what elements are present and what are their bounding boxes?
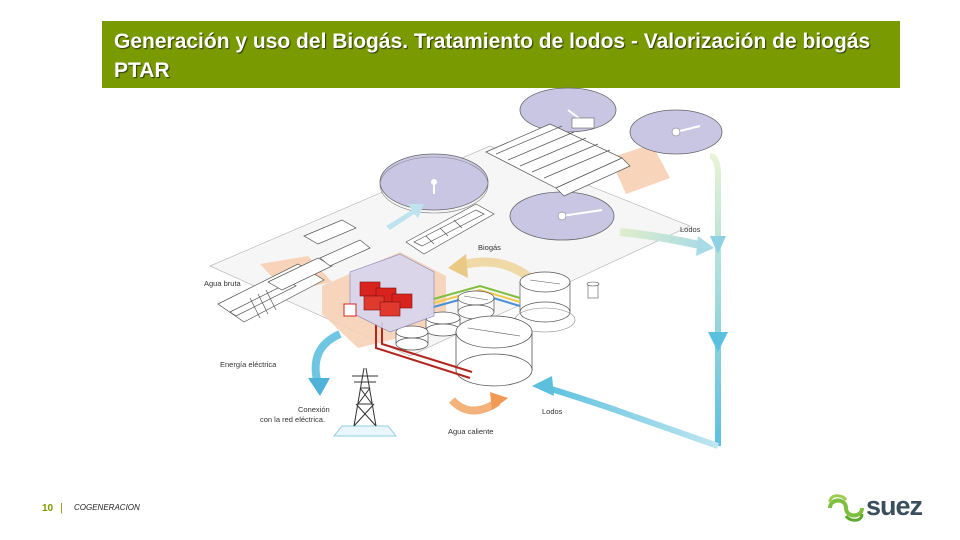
biogas-arrow-head	[448, 254, 468, 278]
label-conexion-1: Conexión	[298, 405, 330, 414]
lodos-flow-mid	[619, 228, 705, 250]
footer-separator: |	[60, 502, 63, 514]
clarifier-left	[379, 153, 489, 214]
power-tower	[332, 367, 398, 437]
primary-settler	[405, 203, 495, 255]
label-energia-electrica: Energía eléctrica	[220, 360, 277, 369]
label-lodos-bottom: Lodos	[542, 407, 563, 416]
logo-text: suez	[866, 491, 923, 521]
aeration-basins	[485, 123, 631, 197]
lodos-arrow-mid	[710, 236, 726, 254]
label-biogas: Biogás	[478, 243, 501, 252]
label-agua-bruta: Agua bruta	[204, 279, 242, 288]
digester-main	[455, 315, 533, 387]
cogeneration-building	[349, 253, 435, 333]
lodos-flow-vertical	[709, 153, 721, 446]
lodos-arrow-lower	[708, 332, 728, 352]
ptar-diagram: Agua bruta Biogás Lodos Lodos Energía el…	[204, 87, 728, 449]
control-box	[343, 303, 357, 317]
inlet-works	[217, 219, 371, 323]
small-tank	[586, 281, 600, 299]
section-name: COGENERACION	[74, 503, 140, 512]
electricity-arrow-head	[308, 378, 330, 396]
digester-small-1	[457, 290, 495, 320]
lodos-flow-bottom	[539, 383, 719, 449]
gas-holder	[514, 271, 576, 333]
digester-small-2	[425, 311, 461, 337]
suez-logo-icon	[828, 494, 864, 522]
hot-water-arrow-head	[490, 392, 508, 410]
suez-logo: suez	[826, 490, 936, 526]
electricity-flow	[311, 330, 342, 386]
page-number: 10	[42, 503, 54, 514]
lodos-arrow-head	[696, 236, 714, 256]
clarifier-right	[629, 109, 723, 155]
clarifier-top	[519, 87, 617, 133]
label-agua-caliente: Agua caliente	[448, 427, 493, 436]
clarifier-mid	[509, 191, 615, 241]
clarifier-zone	[610, 144, 670, 194]
lodos-arrow-return	[532, 376, 554, 396]
title-bar: Generación y uso del Biogás. Tratamiento…	[102, 21, 900, 88]
flow-arrow-top	[386, 204, 424, 230]
hot-water-pipes	[375, 322, 473, 379]
label-lodos-top: Lodos	[680, 225, 701, 234]
digester-small-3	[395, 325, 429, 351]
label-conexion-2: con la red eléctrica.	[260, 415, 325, 424]
page-title: Generación y uso del Biogás. Tratamiento…	[114, 30, 871, 82]
